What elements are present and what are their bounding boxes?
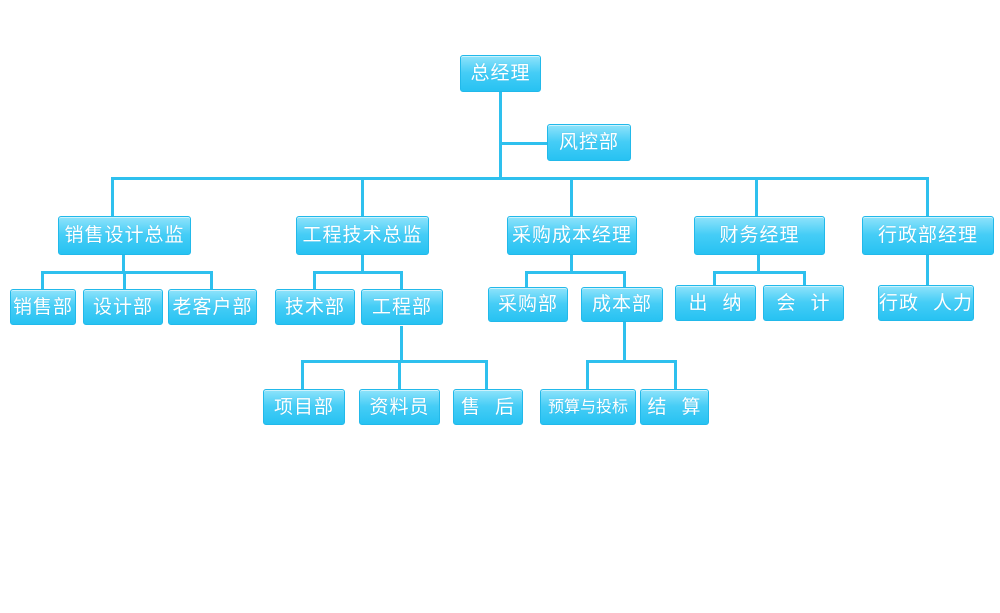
- connector-line: [570, 177, 573, 218]
- node-general-manager: 总经理: [460, 55, 541, 92]
- connector-line: [111, 177, 114, 218]
- connector-line: [313, 271, 402, 274]
- connector-line: [926, 177, 929, 218]
- connector-line: [623, 321, 626, 362]
- connector-line: [499, 91, 502, 179]
- connector-line: [525, 271, 626, 274]
- connector-line: [501, 142, 548, 145]
- connector-line: [210, 271, 213, 291]
- connector-line: [586, 360, 677, 363]
- connector-line: [485, 360, 488, 390]
- connector-line: [755, 177, 758, 218]
- connector-line: [525, 271, 528, 289]
- connector-line: [674, 360, 677, 390]
- node-design-dept: 设计部: [83, 289, 163, 325]
- connector-line: [361, 177, 364, 218]
- node-old-client-dept: 老客户部: [168, 289, 257, 325]
- connector-line: [301, 360, 304, 390]
- connector-line: [313, 271, 316, 291]
- node-after-sales: 售 后: [453, 389, 523, 425]
- node-sales-dept: 销售部: [10, 289, 76, 325]
- connector-line: [111, 177, 929, 180]
- connector-line: [400, 326, 403, 362]
- node-engineering-dept: 工程部: [361, 289, 443, 325]
- node-risk-control: 风控部: [547, 124, 631, 161]
- node-data-clerk: 资料员: [359, 389, 440, 425]
- connector-line: [123, 271, 126, 291]
- node-finance-manager: 财务经理: [694, 216, 825, 255]
- node-cost-dept: 成本部: [581, 287, 663, 322]
- node-budget-bidding: 预算与投标: [540, 389, 636, 425]
- node-purchase-cost-manager: 采购成本经理: [507, 216, 637, 255]
- node-purchase-dept: 采购部: [488, 287, 568, 322]
- connector-line: [623, 271, 626, 289]
- connector-line: [926, 254, 929, 287]
- connector-line: [301, 360, 488, 363]
- node-sales-design-director: 销售设计总监: [58, 216, 191, 255]
- connector-line: [41, 271, 212, 274]
- node-tech-dept: 技术部: [275, 289, 355, 325]
- node-admin-hr: 行政 人力: [878, 285, 974, 321]
- connector-line: [41, 271, 44, 291]
- node-settlement: 结 算: [640, 389, 709, 425]
- connector-line: [398, 360, 401, 390]
- connector-line: [586, 360, 589, 390]
- connector-line: [400, 271, 403, 291]
- connector-line: [361, 254, 364, 272]
- connector-line: [713, 271, 806, 274]
- node-accounting: 会 计: [763, 285, 844, 321]
- connector-line: [757, 254, 760, 272]
- connector-line: [803, 271, 806, 287]
- connector-line: [570, 254, 573, 272]
- node-engineering-director: 工程技术总监: [296, 216, 429, 255]
- connector-line: [713, 271, 716, 287]
- connector-line: [122, 254, 125, 272]
- node-admin-manager: 行政部经理: [862, 216, 994, 255]
- node-project-dept: 项目部: [263, 389, 345, 425]
- node-cashier: 出 纳: [675, 285, 756, 321]
